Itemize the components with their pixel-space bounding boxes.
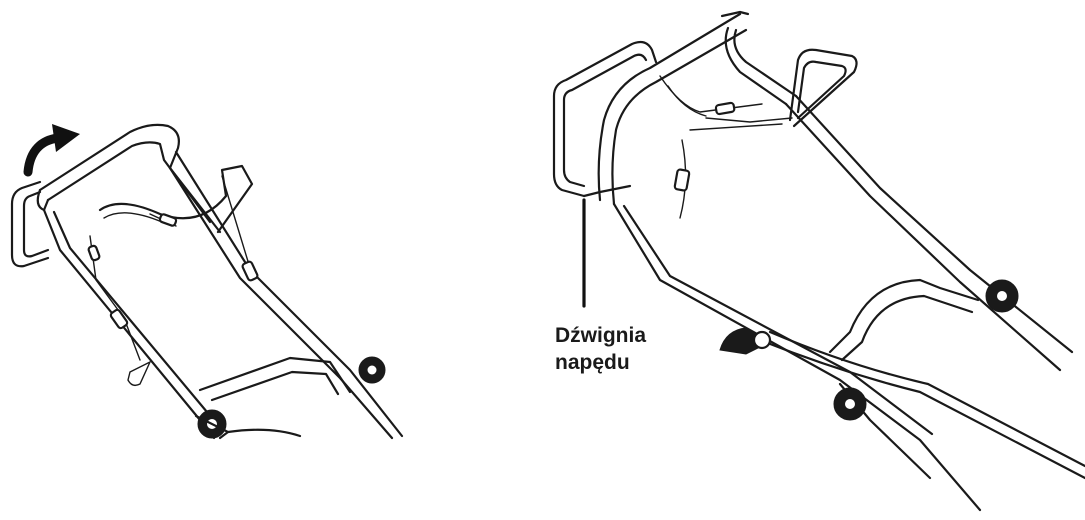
right-rail: [168, 150, 404, 440]
bail-lever: [87, 164, 259, 330]
control-cables: [758, 330, 1085, 480]
knob-center: [833, 387, 867, 421]
knob-right: [985, 279, 1019, 313]
drive-lever-label-line2: napędu: [555, 351, 630, 374]
drive-lever-label: Dźwignia napędu: [555, 322, 646, 376]
drive-lever-label-line1: Dźwignia: [555, 324, 647, 347]
left-rail: [42, 208, 216, 440]
knob-right: [358, 356, 386, 384]
bail-lever: [659, 48, 858, 219]
knob-left: [194, 409, 230, 439]
knob-left: [719, 327, 772, 355]
rotate-arrow-icon: [23, 124, 80, 177]
handle-fold-illustration: [0, 0, 420, 450]
lower-crossbar: [828, 278, 980, 362]
folded-handle: [10, 180, 50, 268]
right-rail: [784, 94, 1074, 372]
main-handle: [597, 10, 798, 206]
cable-clip: [127, 361, 151, 387]
left-rail: [612, 202, 982, 512]
drive-lever-illustration: [540, 0, 1085, 520]
